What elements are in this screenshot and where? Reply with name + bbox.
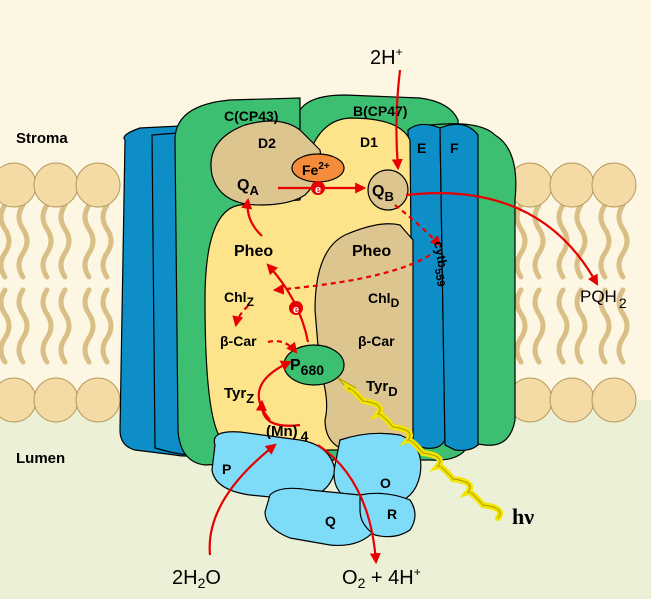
photon-arrowhead — [337, 377, 357, 389]
lipid-head — [33, 377, 79, 423]
chlz-label: ChlZ — [224, 289, 254, 309]
electron-label-mid: e — [293, 304, 299, 316]
qb-site — [367, 169, 409, 211]
cp47-label: B(CP47) — [353, 103, 407, 119]
lipid-tail — [532, 287, 546, 365]
mn-to-oxygen-arrow — [317, 444, 381, 565]
proton-uptake-arrow — [391, 69, 403, 171]
lipid-tail — [40, 287, 54, 365]
photon-wave-outline — [347, 387, 501, 519]
proton-input-label: 2H+ — [370, 45, 403, 69]
fe-label: Fe2+ — [302, 161, 330, 178]
qb-to-pqh2-arrow — [405, 192, 599, 286]
lipid-tail — [616, 287, 630, 365]
f-subunit — [439, 123, 479, 452]
qb-to-cytb-arrow — [394, 204, 442, 247]
electron-badge-mid — [289, 301, 303, 315]
lumen-label: Lumen — [16, 450, 65, 467]
lipid-head — [549, 162, 595, 208]
electron-label-top: e — [315, 184, 321, 196]
lipid-head — [591, 377, 637, 423]
lipid-tail — [82, 202, 96, 280]
r-label: R — [387, 506, 397, 522]
qa-label: QA — [237, 177, 259, 198]
mn-to-tyrz-arrow — [255, 399, 301, 427]
tyrd-label: TyrD — [366, 378, 398, 399]
mn-cluster-label: (Mn)4 — [266, 423, 309, 444]
lipid-tail — [574, 202, 588, 280]
p680-label: P680 — [290, 357, 324, 378]
lipid-tail — [598, 287, 612, 365]
tyrz-label: TyrZ — [224, 385, 254, 406]
lipid-tail — [574, 287, 588, 365]
cytb559-label: cytb559 — [427, 240, 454, 288]
electron-badge-top — [311, 181, 325, 195]
pheo-left-label: Pheo — [234, 243, 273, 260]
chlz-to-bcar-arrow — [232, 305, 249, 328]
lipid-tail — [16, 287, 30, 365]
cytb-to-chlz-arrow — [272, 254, 431, 295]
light-label: hν — [512, 504, 534, 529]
stroma-label: Stroma — [16, 130, 68, 147]
lipid-head — [33, 162, 79, 208]
lipid-tail — [598, 202, 612, 280]
lipid-tail — [514, 287, 528, 365]
thylakoid-membrane — [0, 162, 637, 423]
e-label: E — [417, 140, 426, 156]
pheo-to-qa-arrow — [241, 197, 263, 237]
lipid-tail — [556, 287, 570, 365]
lipid-head — [75, 377, 121, 423]
d1-label: D1 — [360, 134, 378, 150]
lipid-tail — [16, 202, 30, 280]
pheo-right-label: Pheo — [352, 243, 391, 260]
bcar-left-label: β-Car — [220, 333, 257, 349]
lipid-tail — [514, 202, 528, 280]
q-label: Q — [325, 513, 336, 529]
lipid-tail — [0, 287, 12, 365]
o-label: O — [380, 475, 391, 491]
lipid-tail — [40, 202, 54, 280]
f-label: F — [450, 140, 459, 156]
lipid-tail — [58, 202, 72, 280]
qb-label: QB — [372, 183, 394, 204]
bcar-to-p680-arrow — [267, 340, 298, 354]
lipid-tail — [58, 287, 72, 365]
lipid-tail — [616, 202, 630, 280]
lipid-tail — [556, 202, 570, 280]
lipid-tail — [0, 202, 12, 280]
lipid-tail — [100, 202, 114, 280]
lipid-head — [75, 162, 121, 208]
lipid-head — [591, 162, 637, 208]
lipid-head — [549, 377, 595, 423]
lipid-tail — [82, 287, 96, 365]
cp43-label: C(CP43) — [224, 108, 278, 124]
lipid-tail — [100, 287, 114, 365]
water-label: 2H2O — [172, 567, 221, 591]
p-label: P — [222, 461, 231, 477]
d2-label: D2 — [258, 135, 276, 151]
oxygen-protons-label: O2 + 4H+ — [342, 565, 421, 591]
bcar-right-label: β-Car — [358, 333, 395, 349]
r-subunit — [359, 492, 416, 538]
chld-label: ChlD — [368, 290, 400, 310]
water-to-mn-arrow — [208, 443, 277, 556]
tyrz-to-p680-arrow — [257, 360, 292, 421]
